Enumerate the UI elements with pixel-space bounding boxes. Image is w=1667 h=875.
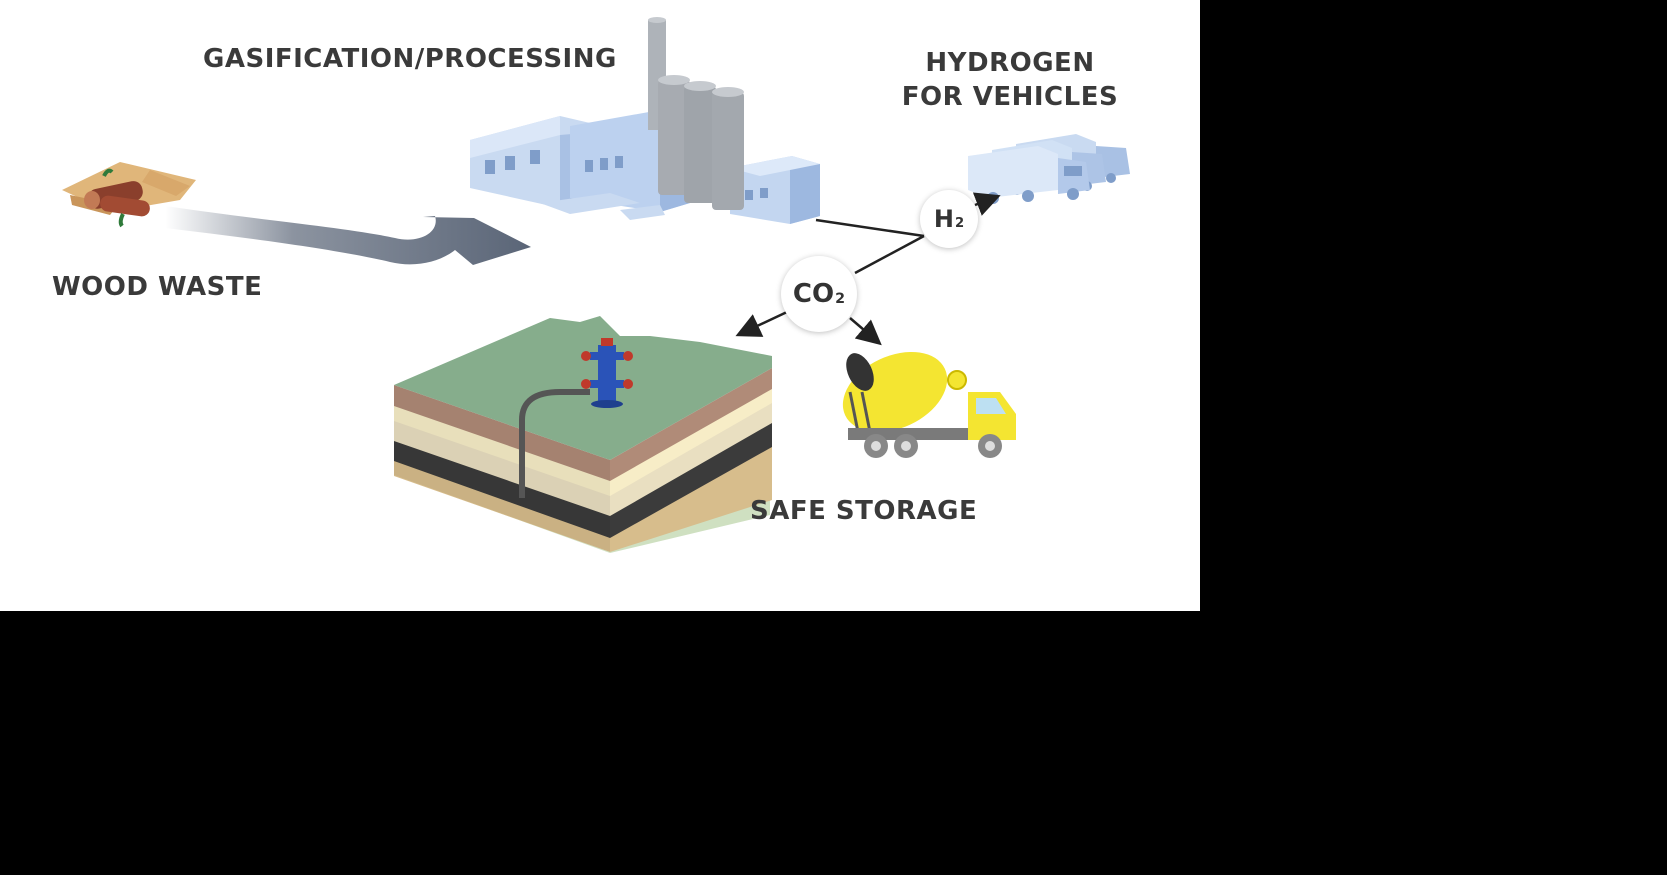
chimney-icon: [648, 17, 744, 210]
hydrogen-trucks-icon: [968, 134, 1130, 204]
hydrogen-label-line1: HYDROGEN: [925, 48, 1095, 78]
h2-subscript: 2: [954, 216, 965, 232]
wood-waste-label: WOOD WASTE: [52, 272, 263, 302]
wood-pile-icon: [62, 162, 196, 228]
connector-lines: [735, 192, 1001, 346]
flow-arrow: [165, 206, 531, 265]
safe-storage-label: SAFE STORAGE: [750, 496, 978, 526]
co2-base: CO: [792, 279, 835, 309]
co2-subscript: 2: [835, 291, 846, 307]
hydrogen-label-line2: FOR VEHICLES: [901, 82, 1119, 112]
wellhead-icon: [581, 338, 633, 408]
ground-layers-icon: [394, 316, 772, 553]
cement-mixer-truck-icon: [842, 351, 1016, 458]
hydrogen-label: HYDROGEN FOR VEHICLES: [900, 46, 1120, 114]
h2-base: H: [933, 205, 954, 233]
gasification-label: GASIFICATION/PROCESSING: [203, 44, 617, 74]
